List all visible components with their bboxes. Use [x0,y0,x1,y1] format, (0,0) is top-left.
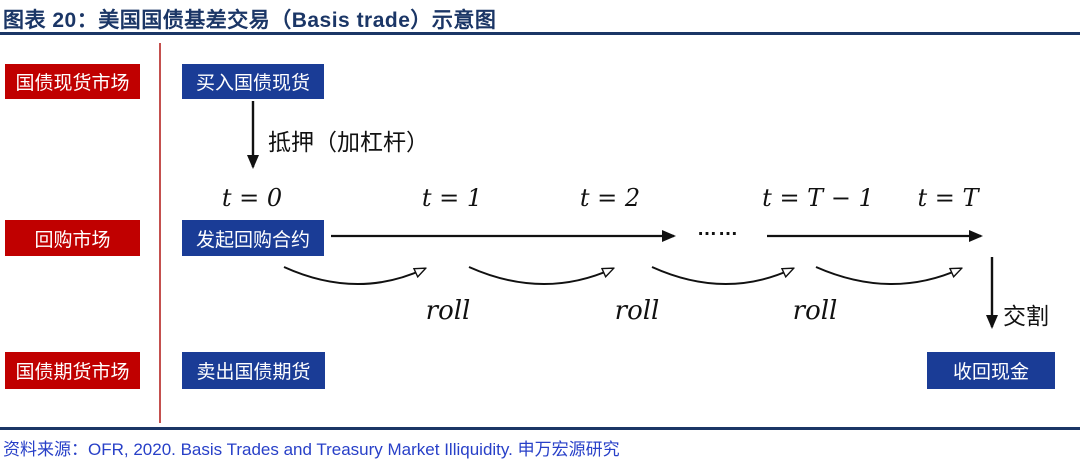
market-label-repo: 回购市场 [5,220,140,256]
pledge-leverage-label: 抵押（加杠杆） [268,129,429,155]
footer-divider [0,427,1080,430]
vertical-red-divider [159,43,161,423]
roll-curve-arrow-4 [815,266,960,285]
timeline-ellipsis: …… [697,218,739,240]
timeline-tick-tT: t = T [917,184,979,212]
timeline-tick-t0: t = 0 [221,184,283,212]
figure-title: 图表 20：美国国债基差交易（Basis trade）示意图 [3,9,497,32]
title-underline [0,32,1080,35]
roll-curve-arrow-1 [283,266,424,285]
timeline-tick-t1: t = 1 [421,184,483,212]
roll-label-2: roll [614,296,660,326]
roll-label-3: roll [792,296,838,326]
timeline-tick-t2: t = 2 [579,184,641,212]
source-citation: 资料来源：OFR, 2020. Basis Trades and Treasur… [3,440,620,459]
node-receive-cash: 收回现金 [927,352,1055,389]
roll-label-1: roll [425,296,471,326]
node-sell-futures: 卖出国债期货 [182,352,325,389]
market-label-futures: 国债期货市场 [5,352,140,389]
roll-curve-arrow-3 [651,266,792,285]
market-label-spot: 国债现货市场 [5,64,140,99]
roll-curve-arrow-2 [468,266,612,285]
node-buy-spot: 买入国债现货 [182,64,324,99]
node-initiate-repo: 发起回购合约 [182,220,324,256]
timeline-tick-tT1: t = T − 1 [762,184,874,212]
delivery-label: 交割 [1003,303,1049,329]
